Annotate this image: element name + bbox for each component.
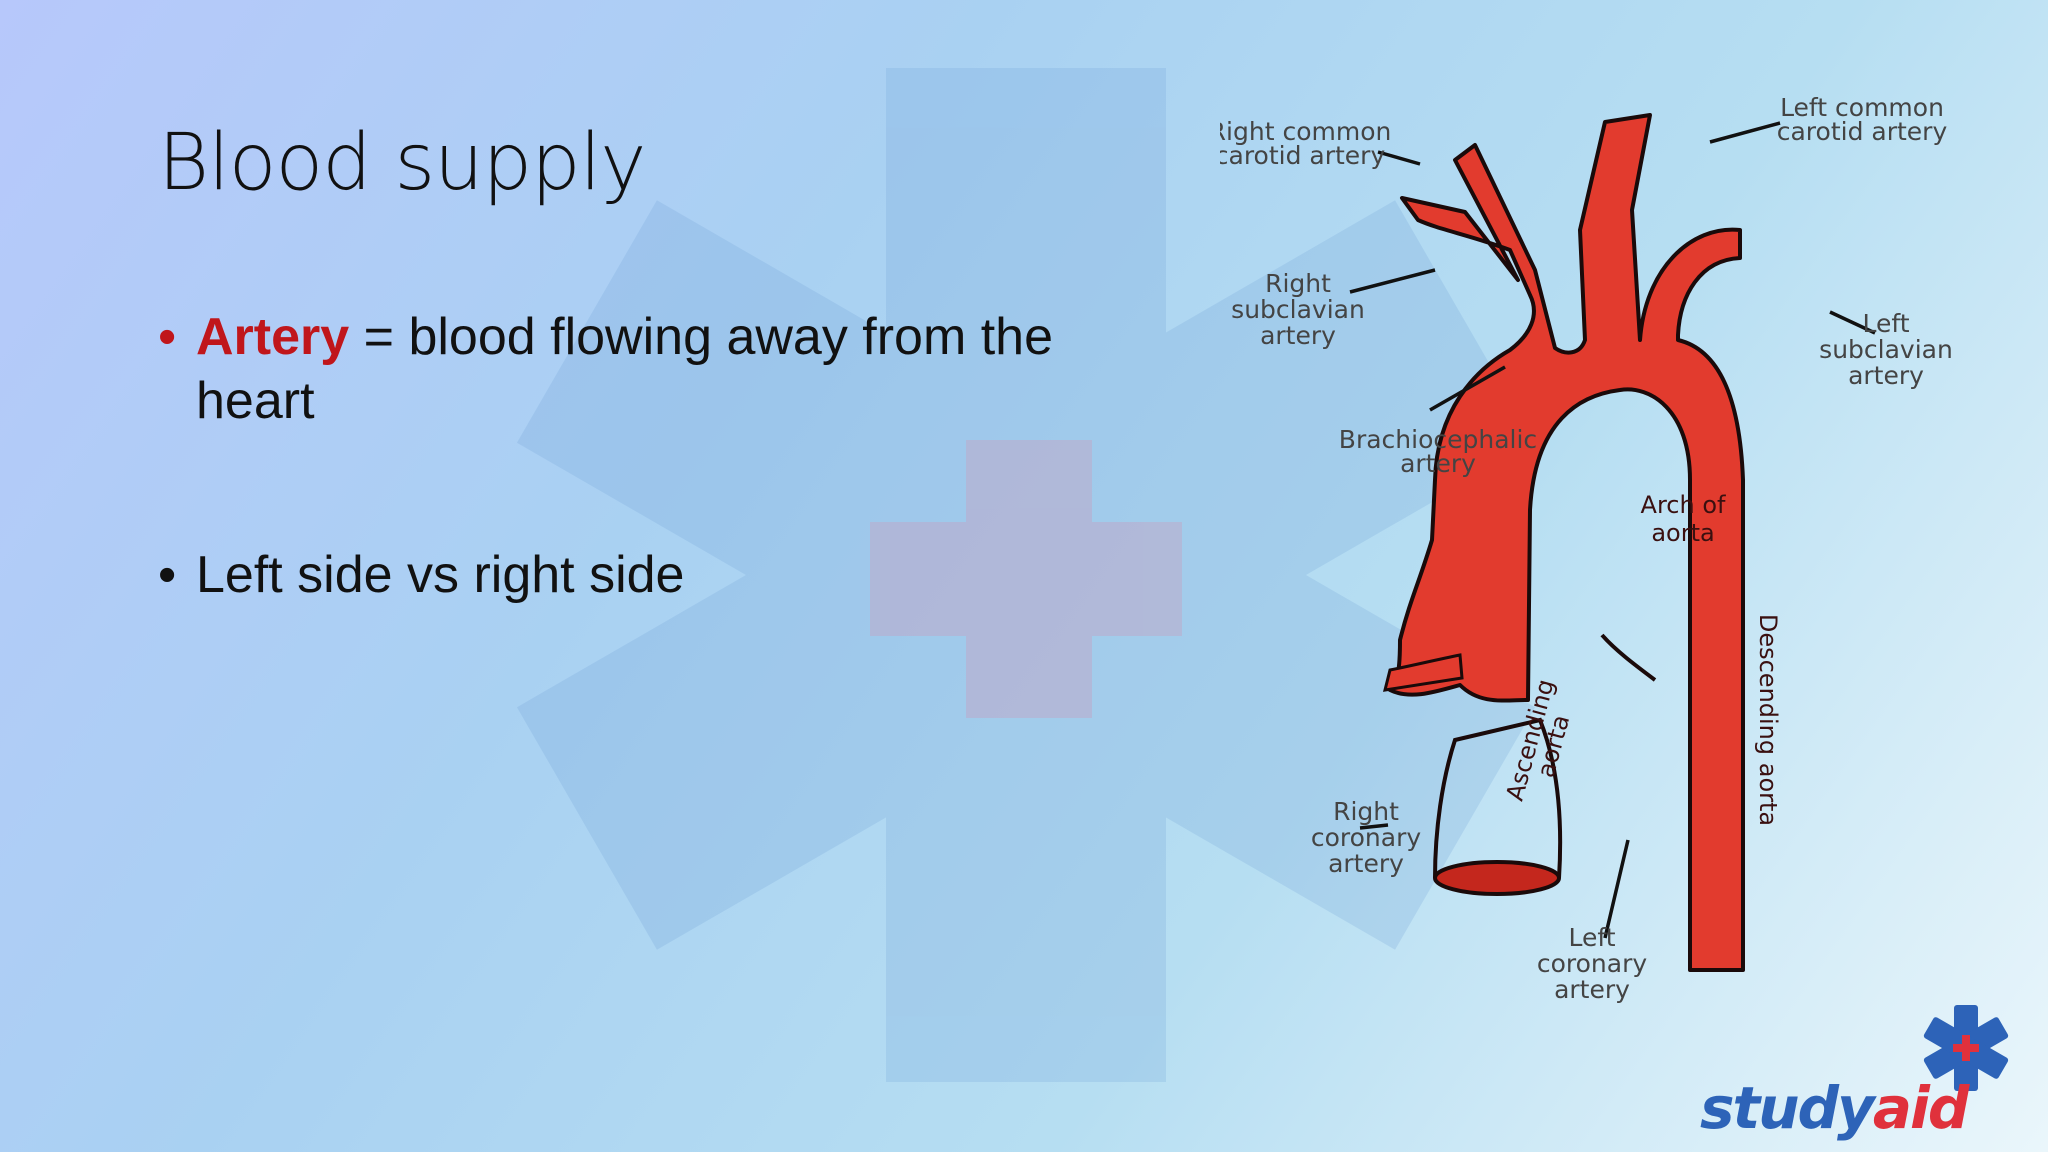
svg-text:carotid artery: carotid artery — [1777, 117, 1948, 146]
bullet-artery: • Artery = blood flowing away from the h… — [158, 305, 1138, 433]
svg-text:artery: artery — [1400, 449, 1476, 478]
svg-text:Descending aorta: Descending aorta — [1754, 614, 1782, 826]
bullet-sides: • Left side vs right side — [158, 543, 1138, 607]
label-left-coronary-1: Left — [1568, 923, 1615, 952]
svg-text:Left: Left — [1862, 309, 1909, 338]
label-descending: Descending aorta — [1754, 614, 1782, 826]
svg-text:studyaid: studyaid — [1700, 1074, 1970, 1142]
label-right-coronary-3: artery — [1328, 849, 1404, 878]
svg-text:Right: Right — [1333, 797, 1399, 826]
aorta-diagram: Right common carotid artery Left common … — [1220, 80, 2000, 1040]
label-right-coronary-1: Right — [1333, 797, 1399, 826]
label-right-subclavian-1: Right — [1265, 269, 1331, 298]
sides-text: Left side vs right side — [196, 546, 684, 604]
svg-text:artery: artery — [1328, 849, 1404, 878]
label-arch-1: Arch of — [1641, 491, 1726, 519]
label-right-subclavian-3: artery — [1260, 321, 1336, 350]
label-left-subclavian-1: Left — [1862, 309, 1909, 338]
label-left-subclavian-3: artery — [1848, 361, 1924, 390]
bullet-dot-icon: • — [158, 543, 176, 607]
aortic-root-opening — [1435, 862, 1559, 894]
svg-text:artery: artery — [1554, 975, 1630, 1004]
svg-text:coronary: coronary — [1311, 823, 1422, 852]
svg-text:carotid artery: carotid artery — [1220, 141, 1385, 170]
label-right-coronary-2: coronary — [1311, 823, 1422, 852]
label-arch-2: aorta — [1651, 519, 1714, 547]
artery-term: Artery — [196, 308, 349, 366]
svg-text:Left: Left — [1568, 923, 1615, 952]
label-right-subclavian-2: subclavian — [1231, 295, 1365, 324]
svg-text:Arch of: Arch of — [1641, 491, 1726, 519]
label-left-common-carotid-2: carotid artery — [1777, 117, 1948, 146]
svg-text:subclavian: subclavian — [1819, 335, 1953, 364]
bullet-dot-icon: • — [158, 305, 176, 369]
svg-text:artery: artery — [1260, 321, 1336, 350]
logo-study: study — [1700, 1074, 1877, 1142]
bullet-list: • Artery = blood flowing away from the h… — [158, 305, 1138, 607]
svg-text:Right: Right — [1265, 269, 1331, 298]
label-brachiocephalic-2: artery — [1400, 449, 1476, 478]
label-left-coronary-2: coronary — [1537, 949, 1648, 978]
svg-text:aorta: aorta — [1651, 519, 1714, 547]
left-coronary-vessel — [1602, 635, 1655, 680]
svg-text:subclavian: subclavian — [1231, 295, 1365, 324]
studyaid-logo: studyaid — [1690, 1000, 2030, 1150]
label-left-coronary-3: artery — [1554, 975, 1630, 1004]
logo-aid: aid — [1873, 1074, 1970, 1142]
svg-text:coronary: coronary — [1537, 949, 1648, 978]
svg-text:artery: artery — [1848, 361, 1924, 390]
label-right-common-carotid-2: carotid artery — [1220, 141, 1385, 170]
label-left-subclavian-2: subclavian — [1819, 335, 1953, 364]
page-title: Blood supply — [158, 118, 645, 208]
